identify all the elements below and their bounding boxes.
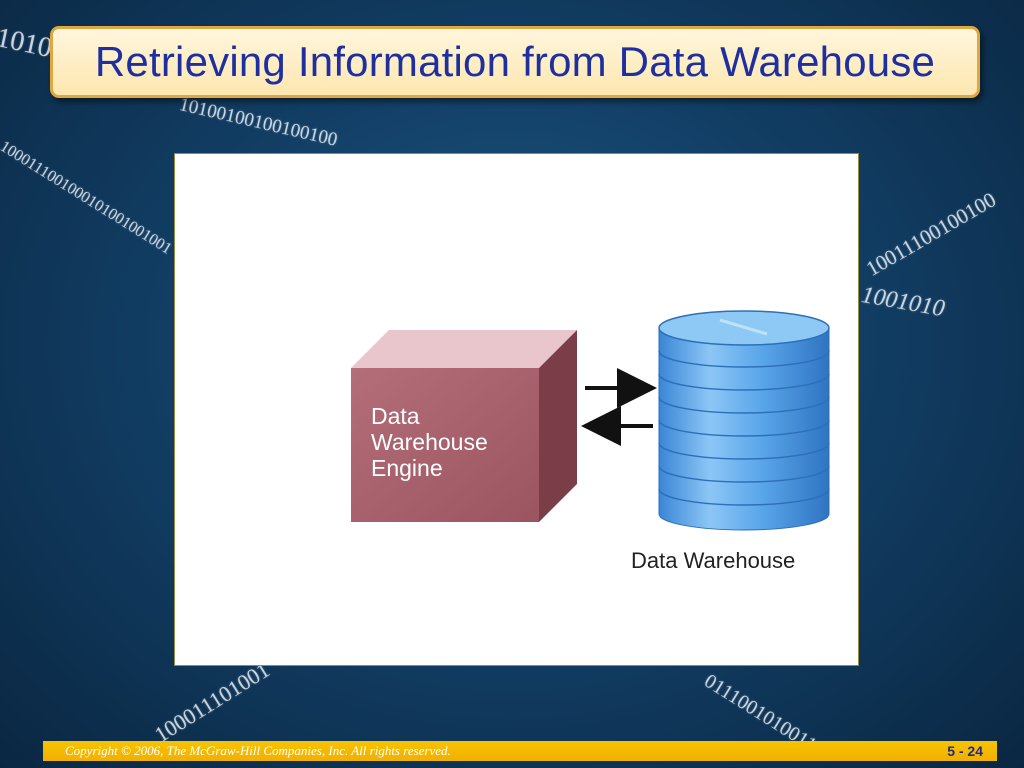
binary-stream: 1010	[0, 22, 55, 64]
title-banner: Retrieving Information from Data Warehou…	[50, 26, 980, 98]
copyright-text: Copyright © 2006, The McGraw-Hill Compan…	[65, 743, 451, 758]
diagram-svg: Data Warehouse Engine Data Warehouse	[351, 310, 830, 573]
binary-stream: 10011100100100	[862, 187, 1000, 281]
binary-stream: 1001010	[859, 282, 947, 323]
engine-label-line: Engine	[371, 455, 443, 481]
engine-cube-icon	[351, 330, 577, 522]
engine-label-line: Data	[371, 403, 420, 429]
binary-stream: 10100100100100100	[177, 94, 340, 151]
slide-title: Retrieving Information from Data Warehou…	[94, 38, 936, 85]
binary-stream: 1000111001000101001001001	[0, 138, 175, 258]
warehouse-cylinder-icon	[658, 310, 830, 531]
footer-bar: Copyright © 2006, The McGraw-Hill Compan…	[43, 741, 997, 761]
diagram-panel: Data Warehouse Engine Data Warehouse	[174, 153, 859, 666]
binary-stream: 100011101001	[150, 656, 274, 748]
engine-label-line: Warehouse	[371, 429, 488, 455]
engine-label: Data Warehouse Engine	[371, 403, 494, 481]
warehouse-label: Data Warehouse	[631, 548, 795, 573]
slide-number: 5 - 24	[947, 743, 983, 759]
